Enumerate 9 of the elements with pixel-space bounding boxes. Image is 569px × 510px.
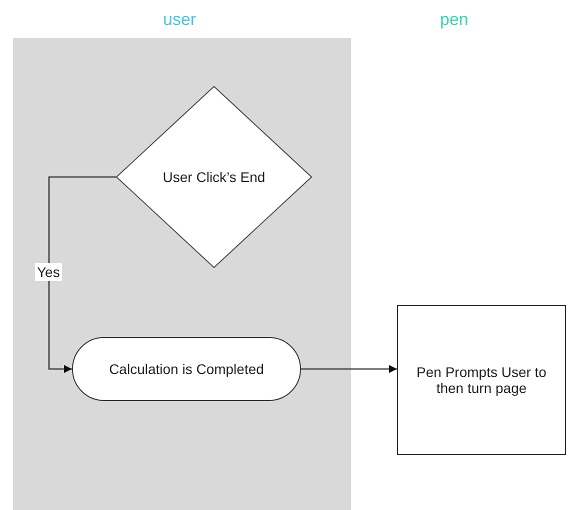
- node-text: Pen Prompts User to then turn page: [416, 364, 548, 396]
- lane-heading: pen: [440, 10, 468, 30]
- node-text: Calculation is Completed: [109, 361, 264, 377]
- edge-label: Yes: [35, 263, 62, 281]
- process-box: [397, 305, 566, 455]
- lane-heading: user: [163, 10, 196, 30]
- arrow: [301, 365, 397, 373]
- arrow: [48, 176, 116, 373]
- node-text: User Click’s End: [162, 169, 266, 185]
